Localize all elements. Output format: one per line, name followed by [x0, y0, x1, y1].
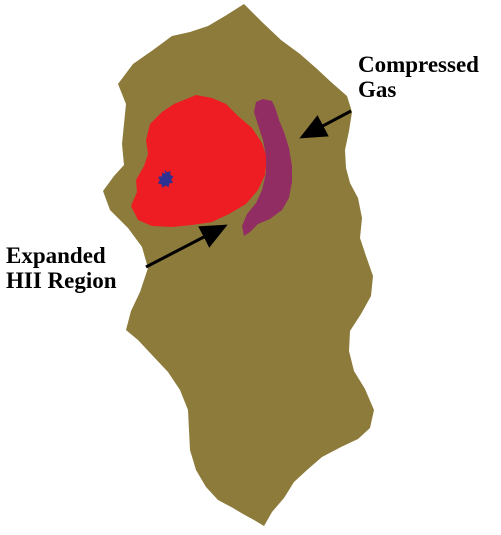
expanded-hii-region-label-line2: HII Region — [6, 268, 117, 293]
molecular-cloud — [103, 4, 374, 526]
expanded-hii-region-label-line1: Expanded — [6, 243, 117, 268]
expanded-hii-region-label: Expanded HII Region — [6, 243, 117, 293]
compressed-gas-label-line1: Compressed — [358, 52, 479, 77]
compressed-gas-label-line2: Gas — [358, 77, 479, 102]
compressed-gas-label: Compressed Gas — [358, 52, 479, 102]
